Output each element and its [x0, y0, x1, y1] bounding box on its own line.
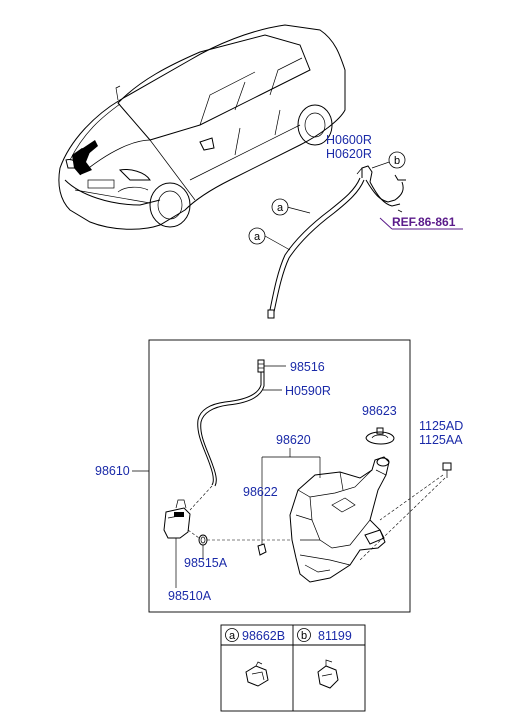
cap-98623 [365, 427, 395, 445]
bolt-1125 [359, 462, 452, 561]
label-h0590r: H0590R [285, 384, 331, 398]
callout-a-upper: a [271, 198, 289, 216]
label-98623: 98623 [362, 404, 397, 418]
hose-h0590r [189, 372, 282, 511]
callout-b-top: b [388, 151, 406, 169]
reference-link[interactable]: REF.86-861 [379, 215, 463, 230]
label-1125ad: 1125AD [419, 419, 463, 433]
label-1125aa: 1125AA [419, 433, 463, 447]
label-ref-86-861[interactable]: REF.86-861 [392, 215, 456, 229]
label-98610: 98610 [95, 464, 130, 478]
seal-98515a [187, 529, 292, 560]
callout-letter-b: b [394, 155, 400, 167]
legend-table: a 98662B b 81199 [220, 624, 366, 712]
grommet-98622 [257, 543, 267, 556]
label-h0600r: H0600R [326, 133, 372, 147]
legend-letter-a: a [229, 630, 236, 642]
vehicle-illustration [58, 24, 346, 230]
legend-part-81199: 81199 [318, 629, 352, 643]
washer-pump-98510a [163, 499, 191, 588]
callout-letter-a: a [254, 231, 261, 243]
hose-assembly [264, 159, 406, 319]
label-98510a: 98510A [168, 589, 212, 603]
legend-cell-b: b 81199 [297, 628, 352, 689]
connector-98516 [257, 359, 286, 373]
label-98515a: 98515A [184, 556, 228, 570]
label-98620: 98620 [276, 433, 311, 447]
legend-part-98662b: 98662B [242, 629, 285, 643]
callout-a-lower: a [248, 227, 266, 245]
washer-reservoir [289, 456, 390, 583]
assembly-frame [148, 339, 411, 613]
label-98622: 98622 [243, 485, 278, 499]
legend-cell-a: a 98662B [225, 628, 285, 687]
label-h0620r: H0620R [326, 147, 372, 161]
callout-letter-a: a [277, 202, 284, 214]
label-98516: 98516 [290, 360, 325, 374]
legend-letter-b: b [301, 630, 307, 642]
